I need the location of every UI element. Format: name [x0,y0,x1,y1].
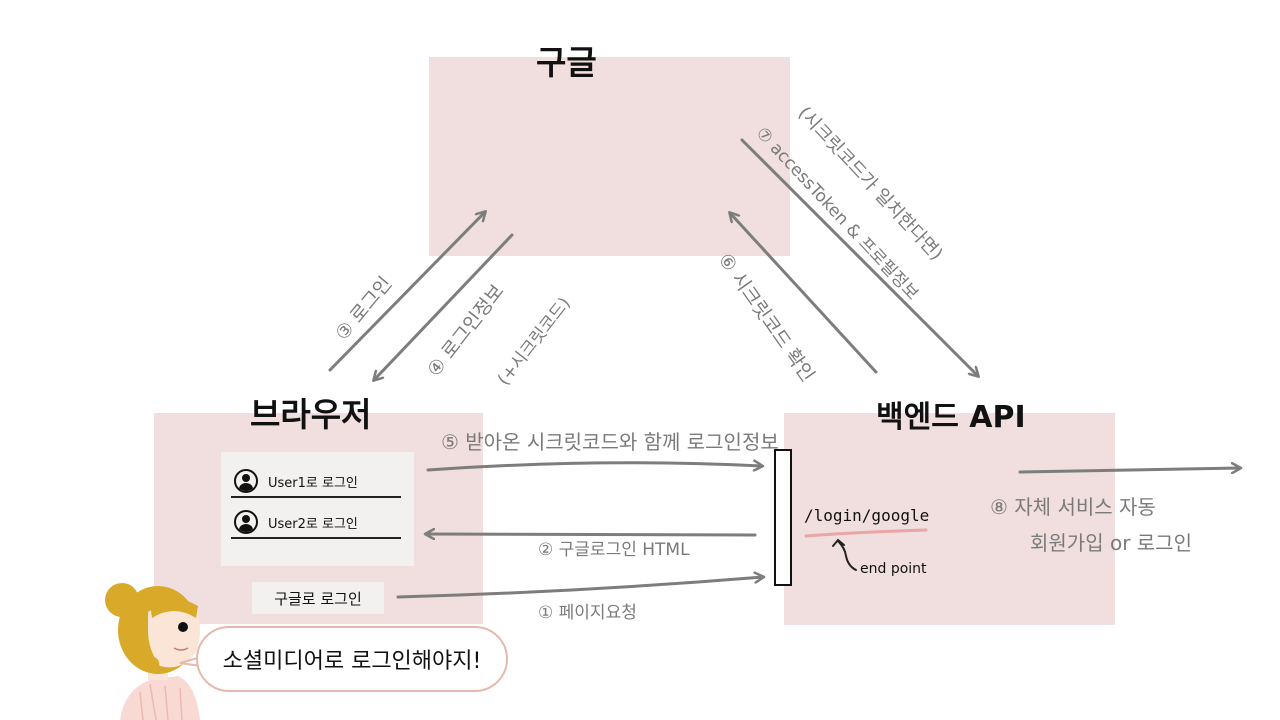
step5-label: ⑤ 받아온 시크릿코드와 함께 로그인정보 [441,430,779,454]
google-login-button[interactable]: 구글로 로그인 [252,582,384,614]
speech-bubble: 소셜미디어로 로그인해야지! [196,626,508,692]
login-option-user1[interactable]: User1로 로그인 [231,466,401,498]
backend-box [784,413,1115,625]
arrow-step4 [374,233,514,380]
browser-title: 브라우저 [250,395,372,434]
step2-label: ② 구글로그인 HTML [538,540,690,560]
character-body [105,583,200,720]
arrow-step6 [730,213,878,374]
step1-label: ① 페이지요청 [538,603,637,623]
arrow-step7 [740,138,978,376]
google-title: 구글 [536,43,597,82]
step8-label: ⑧ 자체 서비스 자동 [990,495,1156,519]
arrow-step2 [426,534,757,535]
arrow-step3 [328,212,485,372]
endpoint-underline [804,528,928,538]
avatar-icon [234,510,258,534]
avatar-icon [234,469,258,493]
backend-title: 백엔드 API [876,400,1026,435]
step8-sub-label: 회원가입 or 로그인 [1030,531,1192,555]
login-option-label: User2로 로그인 [268,516,358,532]
endpoint-label: end point [860,561,927,577]
login-option-label: User1로 로그인 [268,475,358,491]
endpoint-bar [774,449,792,586]
endpoint-path: /login/google [804,506,930,525]
login-option-user2[interactable]: User2로 로그인 [231,507,401,539]
arrow-step5 [426,463,762,470]
endpoint-pointer [832,538,857,571]
arrow-step8 [1018,468,1240,472]
arrow-step1 [396,577,763,599]
